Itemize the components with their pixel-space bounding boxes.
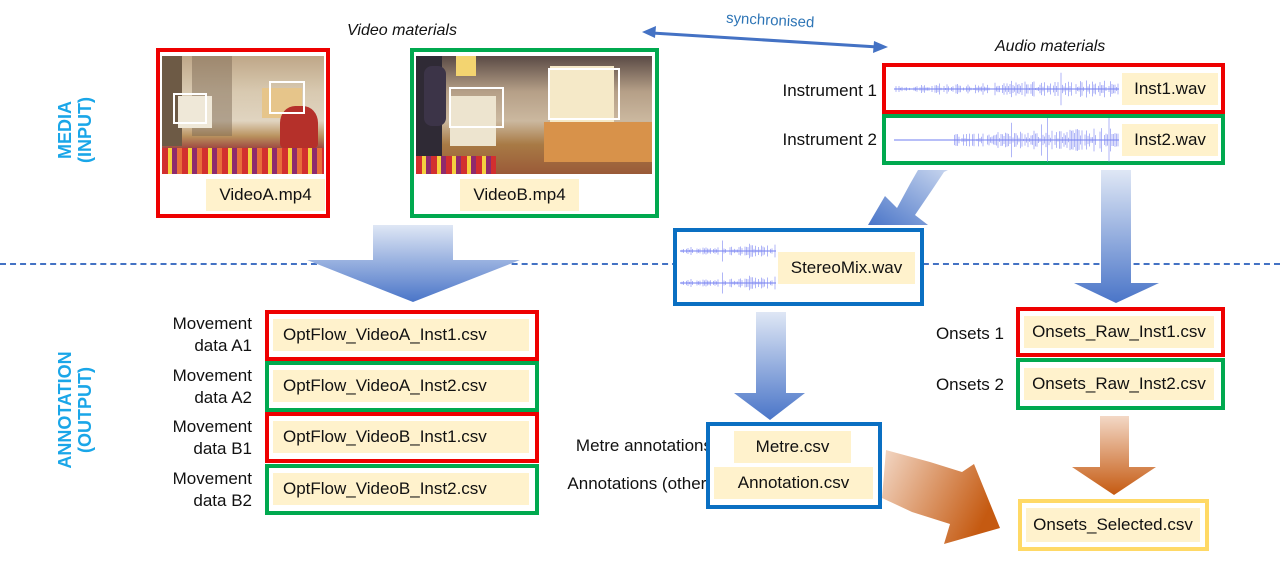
video-a-thumbnail[interactable]	[162, 56, 324, 174]
movement-a2-file: OptFlow_VideoA_Inst2.csv	[273, 370, 529, 402]
audio-materials-heading: Audio materials	[995, 38, 1106, 55]
instrument-2-label: Instrument 2	[782, 130, 878, 149]
onsets-2-file: Onsets_Raw_Inst2.csv	[1024, 368, 1214, 400]
instrument-1-label: Instrument 1	[782, 81, 878, 100]
annotation-file: Annotation.csv	[714, 467, 873, 499]
movement-b1-file: OptFlow_VideoB_Inst1.csv	[273, 421, 529, 453]
arrow-onsets-to-selected	[1072, 416, 1156, 495]
inst1-waveform	[894, 72, 1119, 106]
video-a-file: VideoA.mp4	[206, 179, 325, 211]
face-box	[449, 87, 504, 128]
metre-file: Metre.csv	[734, 431, 851, 463]
inst1-file: Inst1.wav	[1122, 73, 1218, 105]
inst2-waveform	[894, 118, 1119, 162]
video-materials-heading: Video materials	[347, 22, 457, 39]
arrow-stereomix-to-metre	[734, 312, 805, 420]
face-box	[269, 81, 305, 114]
face-box	[548, 68, 620, 120]
stereomix-waveform	[680, 240, 776, 294]
face-box	[173, 93, 207, 124]
movement-a1-file: OptFlow_VideoA_Inst1.csv	[273, 319, 529, 351]
video-b-file: VideoB.mp4	[460, 179, 579, 211]
stereomix-file: StereoMix.wav	[778, 252, 915, 284]
arrow-video-to-movement	[307, 225, 520, 302]
metre-annotations-label: Metre annotations	[575, 436, 712, 455]
arrow-inst-to-stereomix	[868, 170, 948, 225]
onsets-2-label: Onsets 2	[935, 375, 1004, 394]
video-b-thumbnail[interactable]	[416, 56, 652, 174]
onsets-selected-file: Onsets_Selected.csv	[1026, 508, 1200, 542]
onsets-1-label: Onsets 1	[935, 324, 1004, 343]
movement-b2-file: OptFlow_VideoB_Inst2.csv	[273, 473, 529, 505]
onsets-1-file: Onsets_Raw_Inst1.csv	[1024, 316, 1214, 348]
inst2-file: Inst2.wav	[1122, 124, 1218, 156]
arrow-inst-to-onsets	[1074, 170, 1159, 303]
other-annotations-label: Annotations (other)	[567, 474, 712, 493]
input-output-divider	[0, 263, 1280, 265]
arrow-metre-to-selected	[882, 450, 1000, 544]
